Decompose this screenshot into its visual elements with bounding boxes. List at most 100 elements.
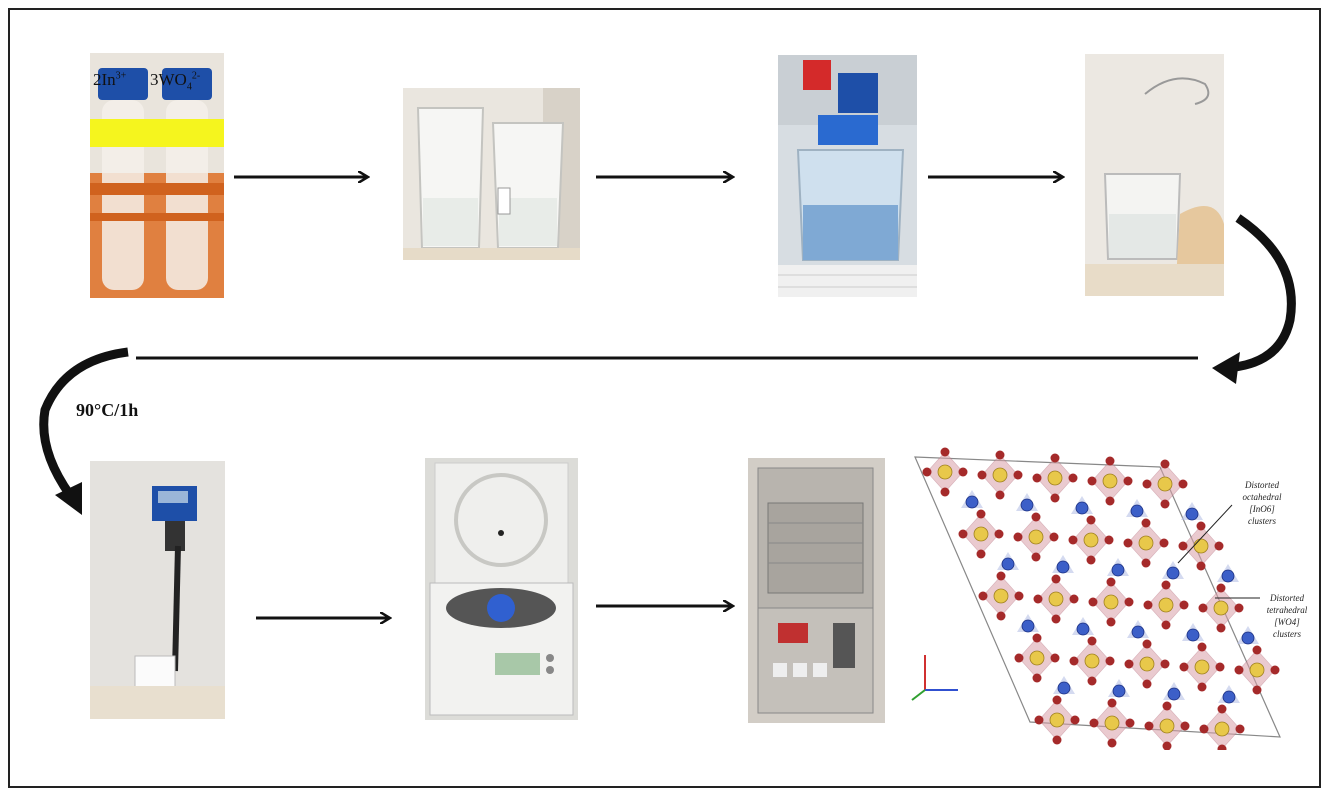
indium-atom: [1048, 591, 1064, 607]
indium-atom: [1104, 715, 1120, 731]
oxygen-atom: [1235, 724, 1245, 734]
tungsten-atom: [1241, 631, 1255, 645]
oxygen-atom: [1178, 479, 1188, 489]
oxygen-atom: [1123, 476, 1133, 486]
oxygen-atom: [1144, 721, 1154, 731]
oxygen-atom: [1032, 673, 1042, 683]
tungsten-atom: [1131, 625, 1145, 639]
indium-atom: [1214, 721, 1230, 737]
tungsten-atom: [1130, 504, 1144, 518]
indium-atom: [1049, 712, 1065, 728]
oxygen-atom: [1197, 682, 1207, 692]
oxygen-atom: [1089, 718, 1099, 728]
oxygen-atom: [1013, 532, 1023, 542]
oxygen-atom: [958, 467, 968, 477]
oxygen-atom: [1178, 541, 1188, 551]
oxygen-atom: [1216, 583, 1226, 593]
oxygen-atom: [1123, 538, 1133, 548]
indium-atom: [1194, 659, 1210, 675]
indium-atom: [937, 464, 953, 480]
indium-atom: [1158, 597, 1174, 613]
oxygen-atom: [1180, 721, 1190, 731]
label-indium-ion: 2In3+: [93, 70, 127, 89]
indium-atom: [992, 467, 1008, 483]
oxygen-atom: [1124, 659, 1134, 669]
oxygen-atom: [1068, 473, 1078, 483]
oxygen-atom: [1124, 597, 1134, 607]
indium-atom: [1102, 473, 1118, 489]
indium-atom: [1029, 650, 1045, 666]
oxygen-atom: [1104, 535, 1114, 545]
tungsten-atom: [1057, 681, 1071, 695]
oxygen-atom: [1052, 695, 1062, 705]
oxygen-atom: [1162, 701, 1172, 711]
oxygen-atom: [995, 490, 1005, 500]
indium-atom: [1083, 532, 1099, 548]
oxygen-atom: [1215, 662, 1225, 672]
oxygen-atom: [1142, 679, 1152, 689]
oxygen-atom: [1162, 741, 1172, 750]
oxygen-atom: [1252, 645, 1262, 655]
callout-octahedral: Distorted octahedral [InO6] clusters: [1242, 480, 1282, 526]
oxygen-atom: [1033, 594, 1043, 604]
indium-atom: [1103, 594, 1119, 610]
oxygen-atom: [996, 611, 1006, 621]
oxygen-atom: [1051, 614, 1061, 624]
indium-atom: [993, 588, 1009, 604]
oxygen-atom: [1105, 656, 1115, 666]
oxygen-atom: [1106, 577, 1116, 587]
oxygen-atom: [995, 450, 1005, 460]
oxygen-atom: [1216, 623, 1226, 633]
tungsten-atom: [1112, 684, 1126, 698]
oxygen-atom: [1086, 555, 1096, 565]
oxygen-atom: [958, 529, 968, 539]
oxygen-atom: [1160, 499, 1170, 509]
oxygen-atom: [1141, 558, 1151, 568]
tungsten-atom: [1021, 619, 1035, 633]
oxygen-atom: [994, 529, 1004, 539]
indium-atom: [1139, 656, 1155, 672]
oxygen-atom: [922, 467, 932, 477]
unit-cell-outline: [914, 456, 1281, 738]
tungsten-atom: [1222, 690, 1236, 704]
tungsten-atom: [1075, 501, 1089, 515]
oxygen-atom: [1032, 633, 1042, 643]
oxygen-atom: [1217, 704, 1227, 714]
oxygen-atom: [1160, 659, 1170, 669]
step-temperature-label: 90°C/1h: [76, 400, 139, 420]
oxygen-atom: [1161, 580, 1171, 590]
photo-reaction-beaker: [1085, 54, 1224, 296]
photo-centrifuge: [425, 458, 578, 720]
oxygen-atom: [1087, 676, 1097, 686]
tungsten-atom: [965, 495, 979, 509]
oxygen-atom: [1068, 535, 1078, 545]
tungsten-atom: [1167, 687, 1181, 701]
oxygen-atom: [1196, 561, 1206, 571]
oxygen-atom: [976, 509, 986, 519]
indium-atom: [1249, 662, 1265, 678]
oxygen-atom: [1198, 603, 1208, 613]
tungsten-atom: [1111, 563, 1125, 577]
oxygen-atom: [1196, 521, 1206, 531]
photo-stirring-setup: [778, 55, 917, 297]
oxygen-atom: [1013, 470, 1023, 480]
photo-furnace: [748, 458, 885, 723]
callout-tetrahedral: Distorted tetrahedral [WO4] clusters: [1266, 593, 1308, 639]
photo-precursor-tubes: [90, 53, 224, 298]
oxygen-atom: [976, 549, 986, 559]
oxygen-atom: [1069, 656, 1079, 666]
oxygen-atom: [1107, 738, 1117, 748]
oxygen-atom: [1050, 493, 1060, 503]
oxygen-atom: [1161, 620, 1171, 630]
tungsten-atom: [1020, 498, 1034, 512]
oxygen-atom: [1234, 603, 1244, 613]
oxygen-atom: [1049, 532, 1059, 542]
oxygen-atom: [1014, 653, 1024, 663]
oxygen-atom: [1050, 653, 1060, 663]
oxygen-atom: [1051, 574, 1061, 584]
oxygen-atom: [977, 470, 987, 480]
oxygen-atom: [1160, 459, 1170, 469]
indium-atom: [1138, 535, 1154, 551]
oxygen-atom: [1106, 617, 1116, 627]
indium-atom: [1047, 470, 1063, 486]
